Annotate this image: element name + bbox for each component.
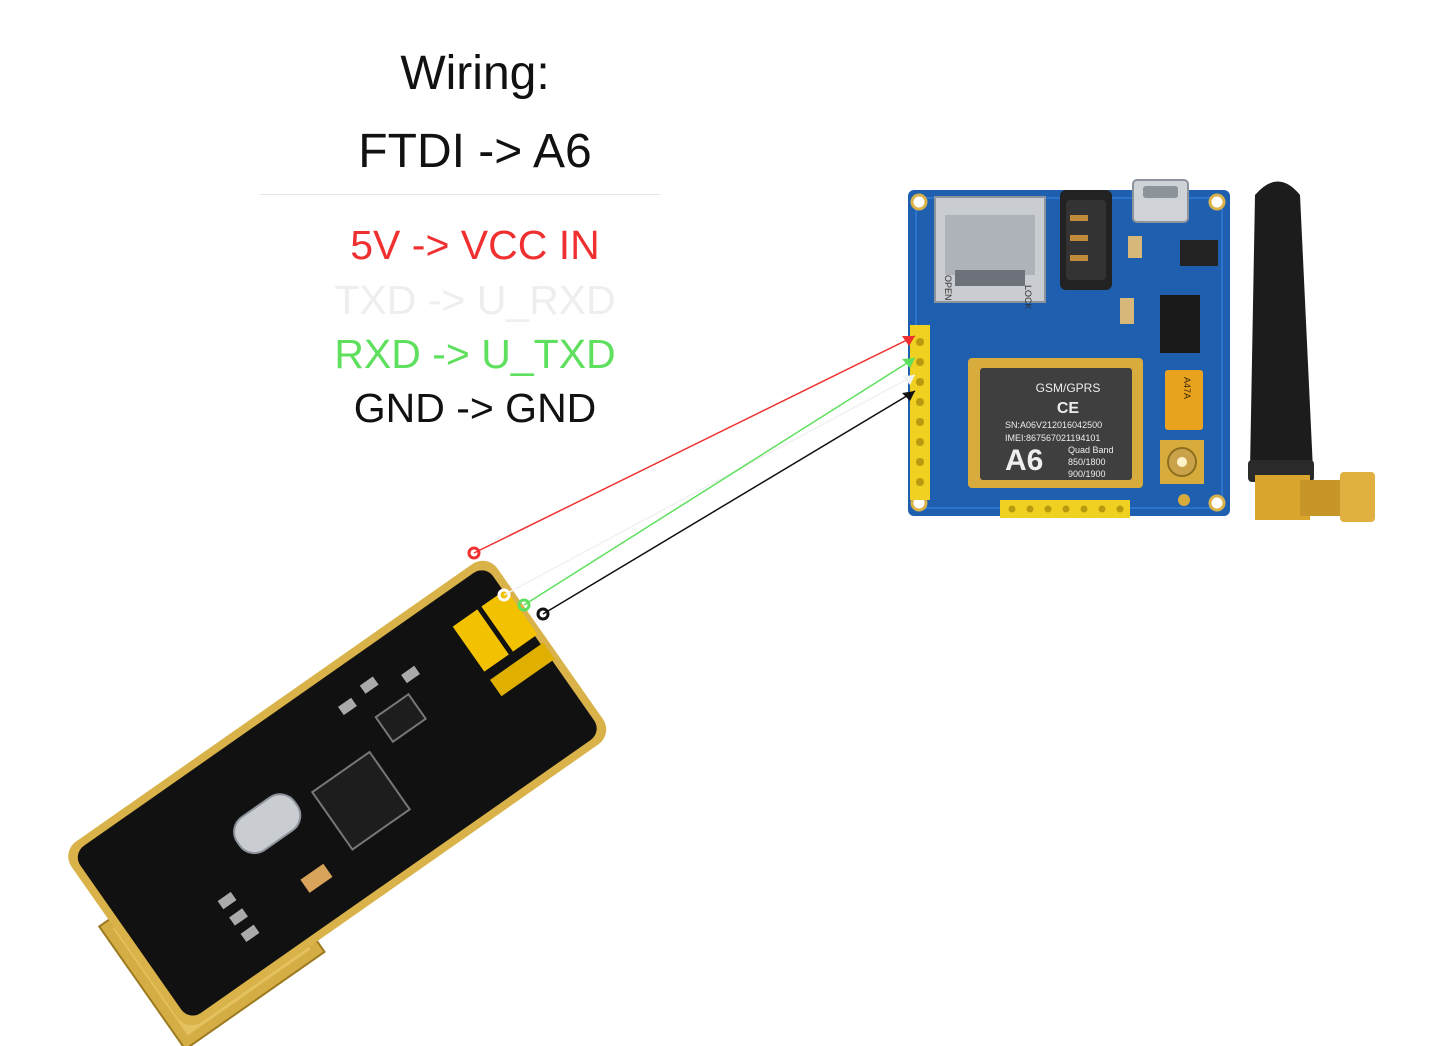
micro-usb-port	[1132, 179, 1189, 223]
arrow-txd	[902, 375, 915, 385]
audio-jack	[1060, 190, 1112, 290]
ftdi-pin-5v	[467, 546, 481, 560]
mount-hole	[910, 193, 928, 211]
diagram-subtitle: FTDI -> A6	[358, 125, 592, 178]
tantalum-capacitor	[1165, 370, 1203, 430]
wire-vcc	[473, 335, 916, 554]
chip-text-freq1: 850/1800	[1068, 457, 1106, 467]
wires	[473, 335, 916, 615]
level-shifter-ic	[1160, 295, 1200, 353]
small-ic	[374, 692, 428, 744]
jumper	[452, 609, 509, 672]
wire-label-rxd: RXD -> U_TXD	[334, 331, 616, 377]
arrow-vcc	[902, 336, 915, 346]
ch340-chip	[310, 750, 412, 851]
ftdi-pin-txd	[497, 588, 511, 602]
ufl-connector	[1160, 440, 1204, 506]
chip-text-band: Quad Band	[1068, 445, 1114, 455]
diagram-title: Wiring:	[400, 47, 550, 100]
a6-left-header	[910, 325, 930, 500]
crystal	[233, 793, 302, 855]
wire-label-gnd: GND -> GND	[353, 385, 597, 431]
wire-gnd	[542, 390, 916, 615]
ftdi-pin-rxd	[517, 598, 531, 612]
tantalum-label: A47A	[1182, 377, 1192, 399]
wire-rxd	[523, 357, 916, 606]
chip-text-freq2: 900/1900	[1068, 469, 1106, 479]
arrow-rxd	[902, 358, 915, 368]
title-divider	[260, 194, 660, 195]
capacitor	[1120, 298, 1134, 324]
chip-text-gsm: GSM/GPRS	[1036, 381, 1101, 395]
antenna-icon	[1248, 181, 1375, 522]
ftdi-pcb	[68, 560, 607, 1026]
mount-hole	[1208, 193, 1226, 211]
chip-text-sn: SN:A06V212016042500	[1005, 420, 1102, 430]
chip-text-imei: IMEI:867567021194101	[1005, 433, 1100, 443]
sim-card-holder: OPEN LOCK	[934, 196, 1046, 310]
pin-header	[490, 642, 555, 697]
wire-label-txd: TXD -> U_RXD	[334, 277, 616, 323]
arrow-gnd	[902, 391, 915, 401]
sim-open-label: OPEN	[943, 275, 953, 301]
ftdi-usb-adapter	[68, 546, 607, 1046]
wire-label-vcc: 5V -> VCC IN	[350, 222, 600, 268]
a6-bottom-header	[1000, 500, 1130, 518]
jumper	[481, 589, 538, 652]
capacitor	[1128, 236, 1142, 258]
a6-gsm-chip: GSM/GPRS CE SN:A06V212016042500 IMEI:867…	[968, 358, 1143, 488]
small-ic	[1180, 240, 1218, 266]
mount-hole	[1208, 494, 1226, 512]
sim-lock-label: LOCK	[1023, 285, 1033, 310]
fuse	[300, 863, 333, 893]
chip-text-a6: A6	[1005, 444, 1043, 477]
a6-module: OPEN LOCK A47A	[908, 179, 1230, 518]
ftdi-pin-gnd	[536, 607, 550, 621]
wire-txd	[503, 374, 916, 596]
chip-text-ce: CE	[1057, 400, 1080, 417]
